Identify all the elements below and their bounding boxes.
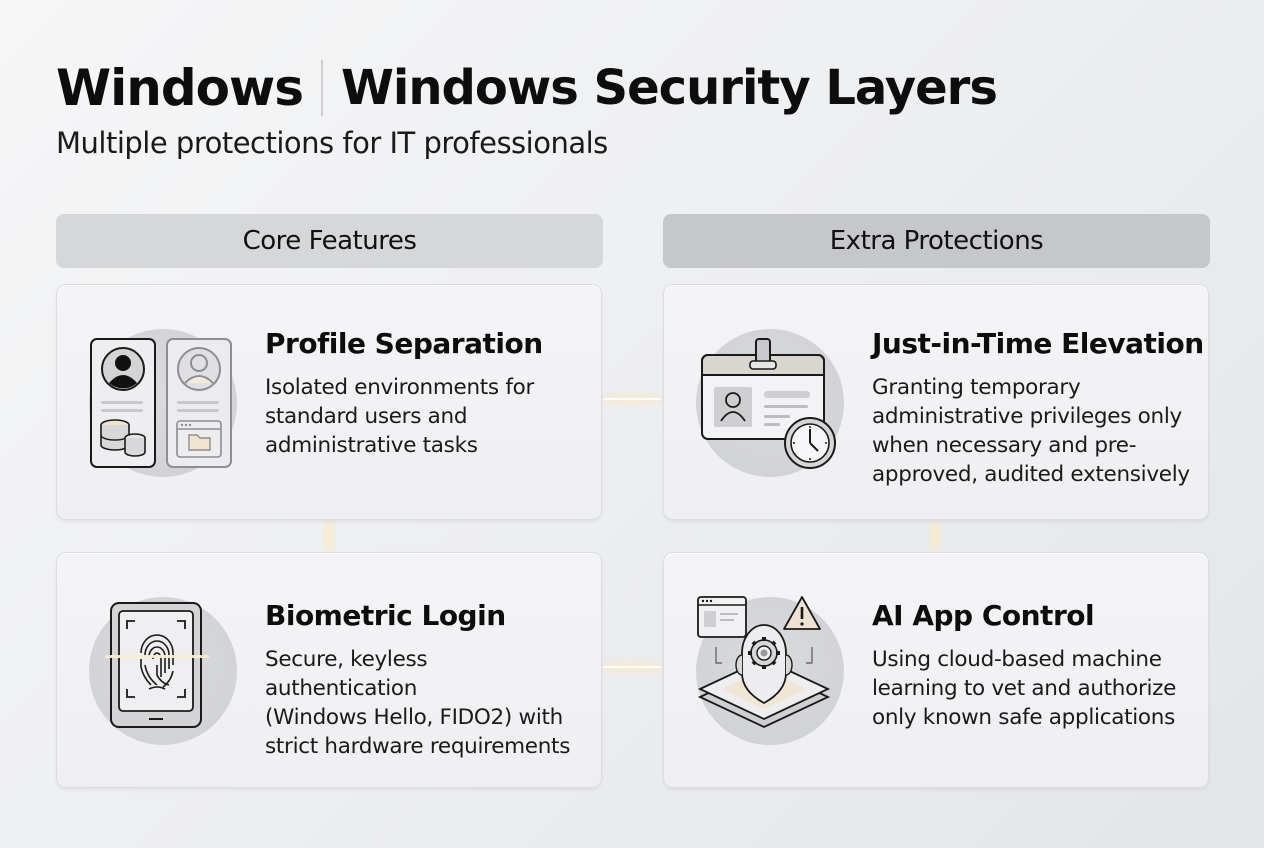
card-title: Biometric Login xyxy=(265,599,506,632)
card-description: Granting temporary administrative privil… xyxy=(872,375,1190,487)
card-description: Secure, keyless authentication (Windows … xyxy=(265,647,571,759)
connector-glow xyxy=(322,516,336,556)
connector-glow xyxy=(596,392,668,406)
card-just-in-time-elevation: Just-in-Time Elevation Granting temporar… xyxy=(663,284,1209,520)
column-header-core-features: Core Features xyxy=(56,214,603,268)
card-profile-separation: Profile Separation Isolated environments… xyxy=(56,284,602,520)
brand-logo-text: Windows xyxy=(56,59,304,117)
card-biometric-login: Biometric Login Secure, keyless authenti… xyxy=(56,552,602,788)
id-badge-clock-icon xyxy=(692,325,848,481)
card-title: AI App Control xyxy=(872,599,1095,632)
column-header-extra-protections: Extra Protections xyxy=(663,214,1210,268)
profile-separation-icon xyxy=(85,325,241,481)
connector-glow xyxy=(928,516,942,556)
page-subtitle: Multiple protections for IT professional… xyxy=(56,126,608,160)
card-title: Profile Separation xyxy=(265,327,543,360)
connector-glow xyxy=(596,660,668,674)
title-row: Windows Windows Security Layers xyxy=(56,56,998,120)
card-description: Using cloud-based machine learning to ve… xyxy=(872,647,1177,730)
title-divider xyxy=(320,60,323,116)
ai-gear-head-warning-icon xyxy=(692,593,848,749)
card-description: Isolated environments for standard users… xyxy=(265,375,535,458)
card-title: Just-in-Time Elevation xyxy=(872,327,1204,360)
page-title: Windows Security Layers xyxy=(340,60,998,116)
card-ai-app-control: AI App Control Using cloud-based machine… xyxy=(663,552,1209,788)
fingerprint-tablet-icon xyxy=(85,593,241,749)
